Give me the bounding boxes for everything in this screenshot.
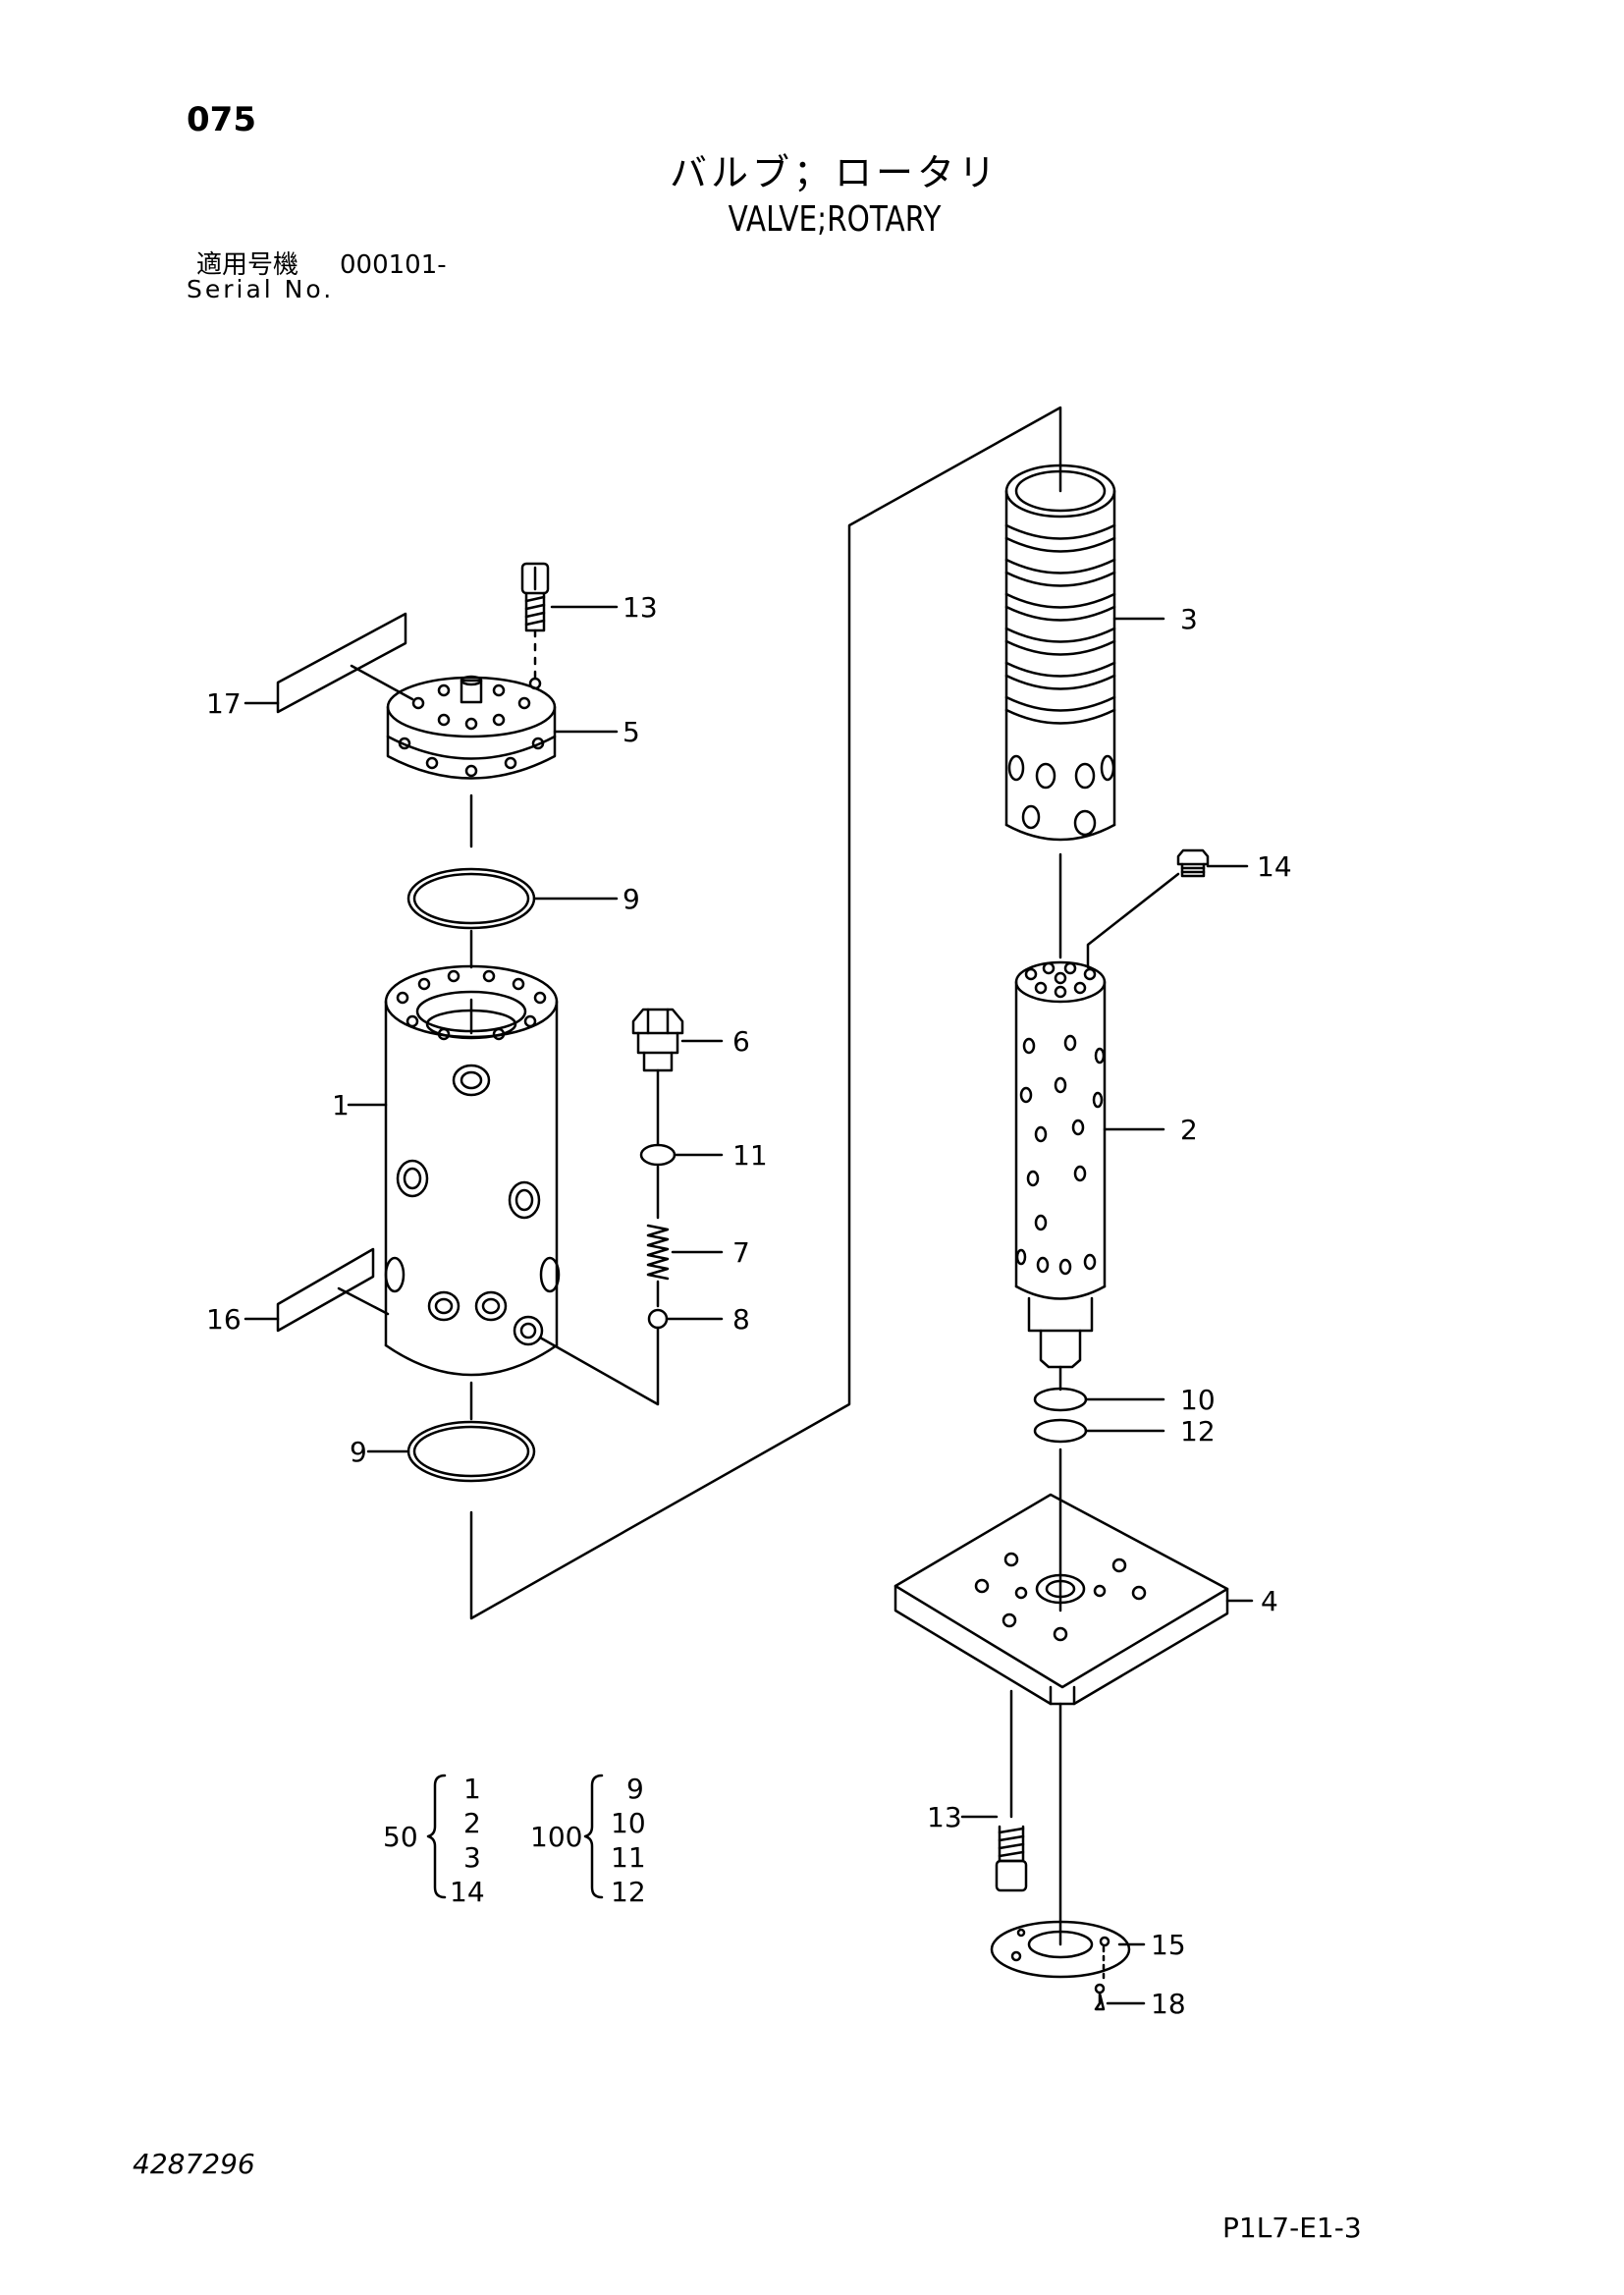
callout-10: 10 — [1180, 1384, 1216, 1416]
kit-50-part: 1 — [463, 1773, 481, 1805]
callout-6: 6 — [732, 1025, 750, 1058]
kit-number-100: 100 — [530, 1821, 583, 1853]
flange-plate-4 — [893, 1493, 1229, 1946]
callout-7: 7 — [732, 1236, 750, 1269]
callout-3: 3 — [1180, 603, 1198, 635]
callout-13-top: 13 — [623, 591, 658, 624]
kit-100-part: 12 — [611, 1876, 646, 1908]
leader-lines — [244, 605, 1254, 2005]
assembly-connection-line — [469, 406, 1062, 1620]
kit-50-part: 2 — [463, 1807, 481, 1839]
callout-17: 17 — [206, 687, 242, 720]
kit-brace-50 — [426, 1774, 447, 1899]
callout-13-bottom: 13 — [927, 1801, 962, 1833]
document-number: 4287296 — [133, 2148, 255, 2180]
o-ring-9-upper — [406, 867, 536, 969]
kit-100-part: 10 — [611, 1807, 646, 1839]
serial-label-japanese: 適用号機 — [196, 250, 299, 280]
screw-18 — [1094, 1945, 1106, 2011]
plate-16 — [276, 1247, 390, 1333]
kit-brace-100 — [583, 1774, 604, 1899]
callout-8: 8 — [732, 1303, 750, 1336]
callout-9-lower: 9 — [350, 1436, 367, 1468]
kit-50-part: 14 — [450, 1876, 485, 1908]
o-ring-11 — [639, 1143, 677, 1220]
page-reference: P1L7-E1-3 — [1222, 2212, 1362, 2244]
callout-12: 12 — [1180, 1415, 1216, 1448]
kit-number-50: 50 — [383, 1821, 418, 1853]
spool-3 — [1004, 464, 1116, 959]
callout-18: 18 — [1151, 1988, 1186, 2020]
title-english: VALVE;ROTARY — [728, 199, 942, 240]
serial-range: 000101- — [340, 250, 447, 280]
o-ring-10 — [1033, 1387, 1088, 1412]
callout-1: 1 — [332, 1089, 350, 1121]
washer-plate-15 — [990, 1920, 1131, 1979]
kit-50-part: 3 — [463, 1841, 481, 1874]
callout-15: 15 — [1151, 1929, 1186, 1961]
cap-screw-top — [520, 562, 550, 680]
callout-11: 11 — [732, 1139, 768, 1172]
kit-100-part: 11 — [611, 1841, 646, 1874]
callout-4: 4 — [1261, 1585, 1278, 1617]
ball-8 — [538, 1308, 669, 1406]
callout-16: 16 — [206, 1303, 242, 1336]
plug-14 — [1086, 848, 1210, 969]
page-number: 075 — [187, 100, 256, 139]
callout-2: 2 — [1180, 1114, 1198, 1146]
o-ring-9-lower — [406, 1420, 536, 1483]
callout-5: 5 — [623, 716, 640, 748]
serial-label-english: Serial No. — [187, 275, 335, 303]
kit-100-part: 9 — [626, 1773, 644, 1805]
callout-9-upper: 9 — [623, 883, 640, 915]
callout-14: 14 — [1257, 850, 1292, 883]
title-japanese: バルブ；ロータリ — [669, 151, 1000, 194]
plug-6 — [631, 1008, 684, 1146]
cap-screw-bottom — [995, 1825, 1028, 1892]
valve-body-1 — [384, 964, 561, 1421]
cover-5 — [386, 675, 557, 848]
stem-2 — [1014, 960, 1107, 1392]
spring-7 — [646, 1224, 670, 1308]
